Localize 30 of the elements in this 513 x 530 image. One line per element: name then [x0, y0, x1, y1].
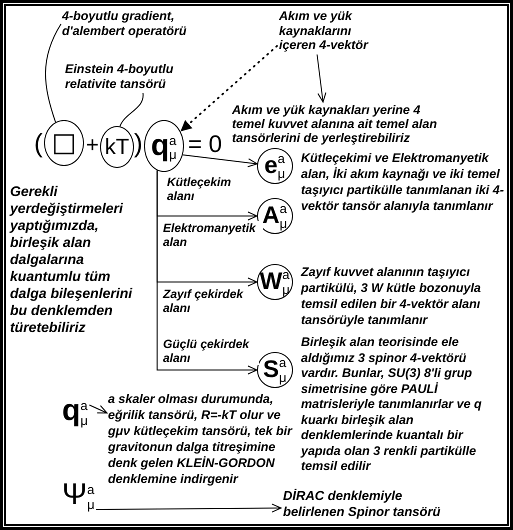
description-text: Kütleçekimi ve Elektromanyetik alan, İki akım kaynağı ve iki temel taşıyıcı partikülle tanımlanan iki 4-vektör tansör alanıyla tanımlanır — [301, 150, 505, 214]
annotation-text: a skaler olması durumunda, eğrilik tansörü, R=-kT olur ve gμν kütleçekim tansörü, tek bir gravitonun dalga titreşimine denk gelen KLEİN-GORDON denklemine indirgenir — [108, 391, 298, 487]
annotation-text: 4-boyutlu gradient, d'alembert operatörü — [62, 9, 212, 39]
field-circle — [257, 148, 293, 184]
equation-symbol: ( — [34, 130, 43, 156]
annotation-text: Akım ve yük kaynaklarını içeren 4-vektör — [279, 9, 391, 52]
arrow — [316, 54, 326, 102]
arrow — [96, 504, 282, 513]
equation-symbol: ) — [134, 130, 143, 156]
equation-term: □ — [52, 130, 76, 156]
loop-outline — [100, 126, 134, 168]
edge-label: Elektromanyetik alan — [163, 221, 263, 249]
leader-line — [45, 24, 62, 123]
annotation-text: DİRAC denklemiyle belirlenen Spinor tansörü — [283, 488, 453, 520]
equation-symbol: + — [86, 134, 99, 156]
description-text: Gerekli yerdeğiştirmeleri yaptığımızda, birleşik alan dalgalarına kuantumlu tüm dalga bileşenlerini bu denklemden türetebiliriz — [10, 183, 134, 336]
description-text: Zayıf kuvvet alanının taşıyıcı partikülü, 3 W kütle bozonuyla temsil edilen bir 4-vektör alanı tansörüyle tanımlanır — [301, 264, 482, 328]
annotation-text: Akım ve yük kaynakları yerine 4 temel kuvvet alanına ait temel alan tansörlerini de yerleştirebiliriz — [232, 103, 454, 145]
loop-outline — [144, 120, 184, 172]
equation-symbol: = 0 — [188, 133, 222, 157]
arrow — [182, 154, 258, 168]
arrow — [156, 170, 258, 374]
arrow — [88, 404, 108, 414]
leader-line — [119, 92, 144, 127]
dotted-arrow — [180, 45, 278, 132]
annotation-text: Einstein 4-boyutlu relativite tansörü — [65, 62, 195, 92]
equation-term: kT — [104, 136, 130, 158]
edge-label: Güçlü çekirdek alanı — [163, 337, 259, 365]
description-text: Birleşik alan teorisinde ele aldığımız 3 spinor 4-vektörü vardır. Bunlar, SU(3) 8'li grup simetrisine göre PAULİ matrisleriyle tanımlanırlar ve q kuarkı birleşik alan denklemlerinde kuantalı bir yapıda olan 3 renkli partikülle temsil edilir — [301, 335, 483, 474]
loop-outline — [44, 120, 84, 166]
